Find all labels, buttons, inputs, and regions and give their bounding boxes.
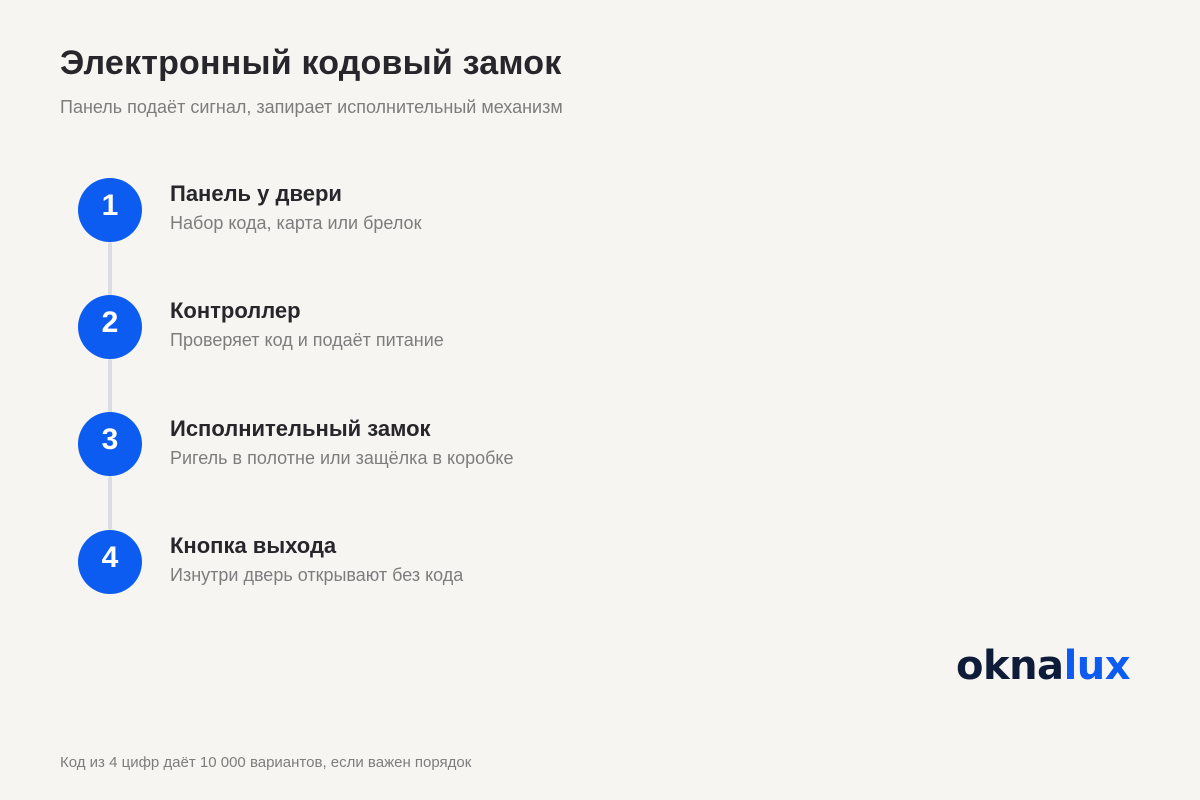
- step-description: Проверяет код и подаёт питание: [170, 330, 444, 350]
- step-number-badge: 3: [78, 412, 142, 476]
- step-description: Ригель в полотне или защёлка в коробке: [170, 448, 514, 468]
- step-connector: [108, 476, 112, 530]
- brand-logo-part2: lux: [1063, 643, 1131, 689]
- brand-logo: oknalux: [956, 640, 1131, 692]
- page-subtitle: Панель подаёт сигнал, запирает исполните…: [60, 97, 563, 117]
- step-number-badge: 1: [78, 178, 142, 242]
- brand-logo-part1: okna: [956, 643, 1064, 689]
- step-connector: [108, 242, 112, 296]
- step-title: Кнопка выхода: [170, 533, 337, 558]
- step-title: Контроллер: [170, 298, 301, 323]
- page-title: Электронный кодовый замок: [60, 44, 562, 82]
- step-title: Исполнительный замок: [170, 416, 431, 441]
- step-number-badge: 4: [78, 530, 142, 594]
- step-title: Панель у двери: [170, 181, 342, 206]
- step-number-badge: 2: [78, 295, 142, 359]
- footnote: Код из 4 цифр даёт 10 000 вариантов, есл…: [60, 754, 472, 771]
- step-connector: [108, 359, 112, 413]
- step-description: Изнутри дверь открывают без кода: [170, 565, 464, 585]
- step-description: Набор кода, карта или брелок: [170, 213, 422, 233]
